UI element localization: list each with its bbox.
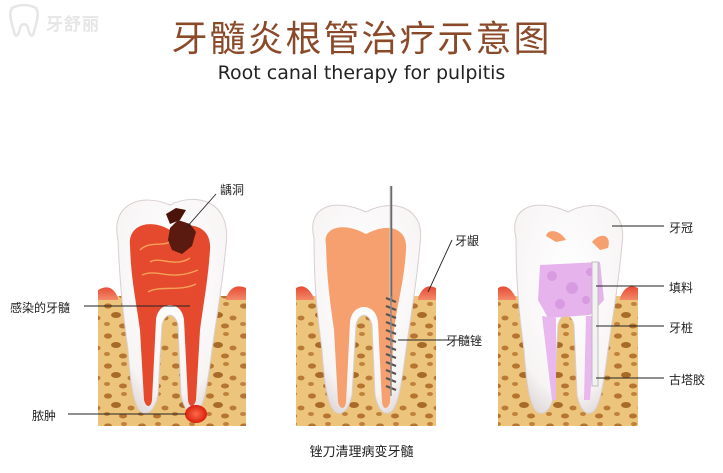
label-pulp-file: 牙髓锉 <box>446 334 483 348</box>
watermark-text: 牙舒丽 <box>46 15 100 35</box>
label-infected-pulp: 感染的牙髓 <box>10 301 71 315</box>
gutta-percha <box>542 316 596 400</box>
label-caries: 龋洞 <box>220 183 245 197</box>
gum-3 <box>498 286 638 300</box>
post <box>591 261 599 387</box>
figure-caption: 锉刀清理病变牙髓 <box>309 445 414 460</box>
watermark-logo: 牙舒丽 <box>6 3 146 40</box>
leader-gum <box>427 239 453 293</box>
gum-2 <box>296 286 436 300</box>
tooth-infected <box>98 198 246 426</box>
tooth-file <box>296 186 436 426</box>
label-filling: 填料 <box>669 281 694 295</box>
label-post: 牙桩 <box>669 321 694 335</box>
page-title: 牙髓炎根管治疗示意图 <box>171 19 552 60</box>
label-abscess: 脓肿 <box>32 409 57 423</box>
pulp-1 <box>129 224 211 406</box>
tooth-filled <box>498 204 638 426</box>
label-gum: 牙龈 <box>455 234 480 248</box>
bone-1 <box>98 296 246 426</box>
page-subtitle: Root canal therapy for pulpitis <box>217 62 506 84</box>
leader-caries <box>185 193 217 229</box>
label-crown: 牙冠 <box>669 221 694 235</box>
tooth-logo-icon <box>9 3 39 37</box>
pulp-file-spiral <box>385 296 397 396</box>
label-gutta-percha: 古塔胶 <box>669 373 706 387</box>
caries <box>168 220 196 254</box>
gum-1 <box>98 286 246 300</box>
abscess <box>185 405 207 423</box>
